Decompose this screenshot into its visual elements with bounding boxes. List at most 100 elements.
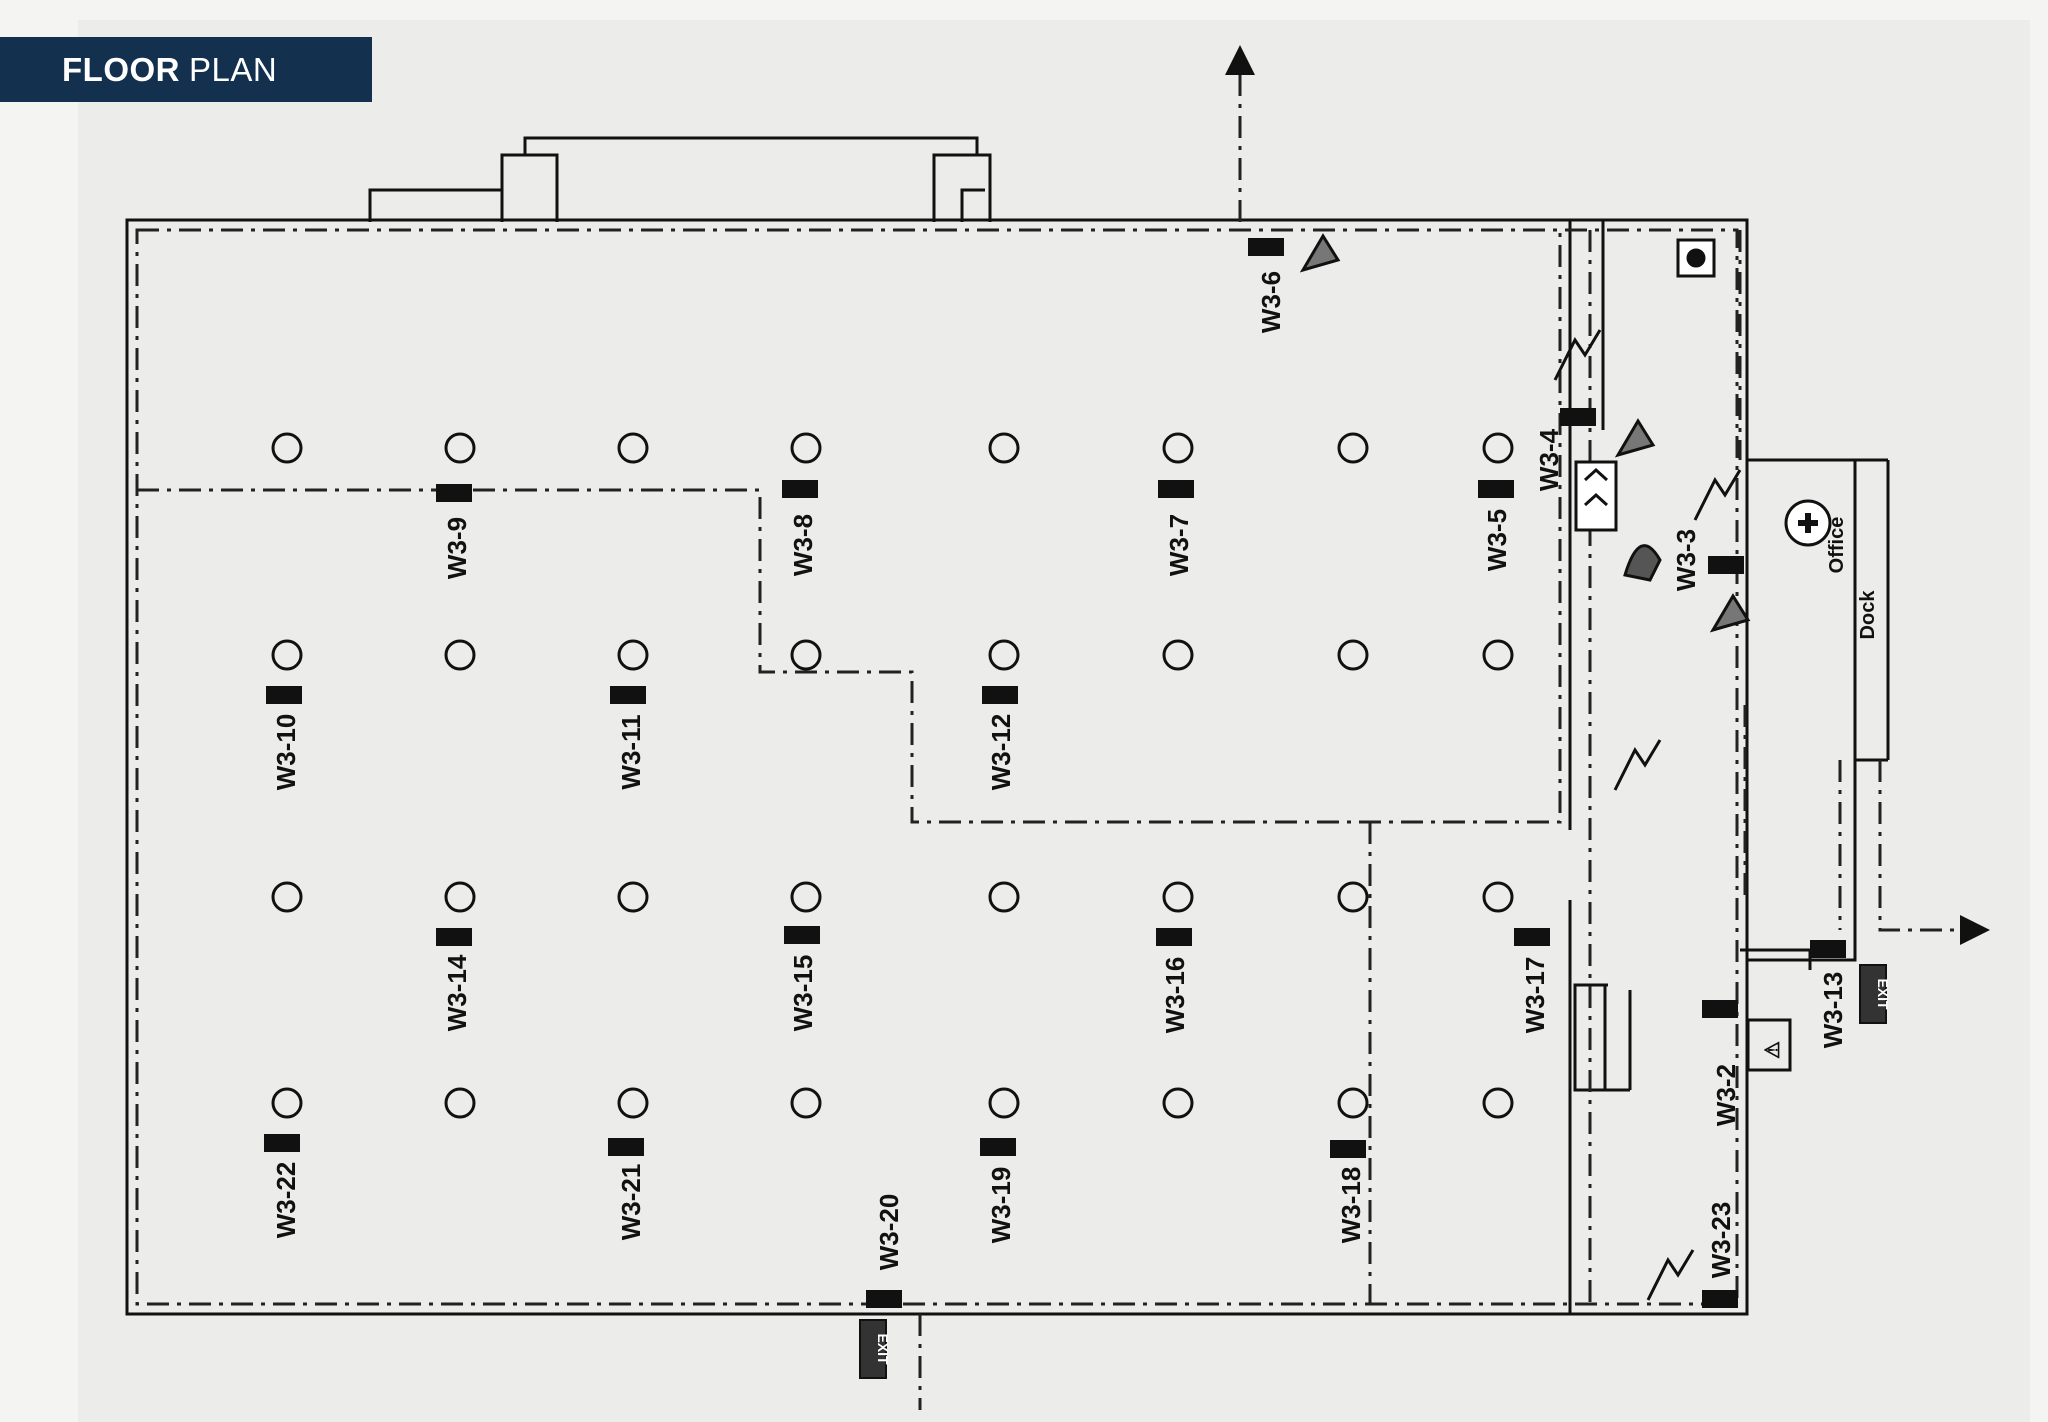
extinguisher-label: W3-9 xyxy=(442,517,472,579)
structural-columns xyxy=(271,432,1514,1119)
hazard-warning-icon xyxy=(1709,593,1751,633)
evacuation-routes xyxy=(135,45,1990,1410)
misc-symbols: ⚠ xyxy=(1299,233,1832,1301)
column xyxy=(790,639,822,671)
fire-extinguisher-icon xyxy=(1330,1140,1366,1158)
extinguisher-w3-5: W3-5 xyxy=(1478,480,1514,571)
column xyxy=(1337,881,1369,913)
column xyxy=(617,881,649,913)
floor-plan-banner: FLOOR PLAN xyxy=(0,37,372,102)
extinguisher-label: W3-8 xyxy=(788,514,818,576)
column xyxy=(1162,432,1194,464)
fire-extinguisher-icon xyxy=(782,480,818,498)
extinguisher-w3-6: W3-6 xyxy=(1248,238,1286,333)
extinguisher-w3-4: W3-4 xyxy=(1534,408,1596,491)
extinguisher-label: W3-10 xyxy=(271,714,301,791)
fire-extinguisher-icon xyxy=(866,1290,902,1308)
fire-extinguisher-icon xyxy=(436,484,472,502)
column xyxy=(271,1087,303,1119)
fire-extinguisher-icon xyxy=(1514,928,1550,946)
extinguisher-w3-7: W3-7 xyxy=(1158,480,1194,576)
extinguisher-w3-13: W3-13 xyxy=(1810,940,1848,1048)
column xyxy=(988,639,1020,671)
column xyxy=(444,432,476,464)
column xyxy=(988,881,1020,913)
exit-signs: EXIT EXIT xyxy=(859,964,1891,1379)
column xyxy=(1482,881,1514,913)
stairs-icon xyxy=(1613,739,1662,791)
fire-extinguisher-icon xyxy=(264,1134,300,1152)
extinguisher-w3-8: W3-8 xyxy=(782,480,818,576)
extinguisher-w3-23: W3-23 xyxy=(1702,1202,1738,1308)
column xyxy=(617,1087,649,1119)
column xyxy=(988,432,1020,464)
fire-extinguisher-icon xyxy=(1702,1290,1738,1308)
extinguisher-w3-11: W3-11 xyxy=(610,686,646,790)
extinguisher-w3-22: W3-22 xyxy=(264,1134,301,1238)
column xyxy=(1162,639,1194,671)
column xyxy=(988,1087,1020,1119)
column xyxy=(271,432,303,464)
extinguisher-w3-20: W3-20 xyxy=(866,1194,904,1308)
column xyxy=(271,639,303,671)
fire-extinguisher-icon xyxy=(436,928,472,946)
fire-extinguisher-icon xyxy=(980,1138,1016,1156)
exit-sign-bottom: EXIT xyxy=(859,1319,891,1379)
column xyxy=(1337,639,1369,671)
extinguisher-label: W3-6 xyxy=(1256,271,1286,333)
extinguisher-label: W3-11 xyxy=(616,714,646,789)
medical-cross-icon xyxy=(1798,513,1818,533)
extinguisher-w3-14: W3-14 xyxy=(436,928,472,1031)
column xyxy=(1482,1087,1514,1119)
column xyxy=(790,1087,822,1119)
hazard-warning-icon xyxy=(1299,233,1341,273)
fire-extinguisher-icon xyxy=(266,686,302,704)
extinguisher-w3-10: W3-10 xyxy=(266,686,302,790)
column xyxy=(1482,432,1514,464)
stairs-icon xyxy=(1693,469,1742,521)
building-walls xyxy=(125,136,1890,1316)
extinguisher-w3-19: W3-19 xyxy=(980,1138,1016,1243)
extinguisher-w3-9: W3-9 xyxy=(436,484,472,579)
extinguisher-label: W3-3 xyxy=(1671,529,1701,591)
extinguisher-label: W3-4 xyxy=(1534,428,1564,491)
fire-extinguisher-icon xyxy=(1156,928,1192,946)
exit-sign-right: EXIT xyxy=(1859,964,1891,1024)
fire-alarm-pull-icon: ⚠ xyxy=(1762,1041,1784,1059)
extinguisher-label: W3-20 xyxy=(874,1194,904,1271)
dock-label: Dock xyxy=(1857,590,1879,640)
extinguisher-label: W3-18 xyxy=(1336,1167,1366,1244)
extinguisher-label: W3-15 xyxy=(788,955,818,1032)
column xyxy=(790,881,822,913)
hazard-warning-icon xyxy=(1614,418,1656,458)
column xyxy=(271,881,303,913)
column xyxy=(444,881,476,913)
fire-extinguisher-icon xyxy=(982,686,1018,704)
extinguisher-label: W3-2 xyxy=(1711,1064,1741,1126)
extinguisher-label: W3-13 xyxy=(1818,972,1848,1049)
extinguisher-label: W3-23 xyxy=(1706,1202,1736,1279)
column xyxy=(790,432,822,464)
column xyxy=(444,639,476,671)
extinguisher-w3-2: W3-2 xyxy=(1702,1000,1741,1126)
extinguisher-label: W3-7 xyxy=(1164,514,1194,576)
extinguisher-markers: W3-2 W3-3 W3-4 W3-5 W3-6 xyxy=(264,238,1848,1308)
arrows-up-icon xyxy=(1583,467,1609,507)
extinguisher-label: W3-22 xyxy=(271,1162,301,1239)
extinguisher-label: W3-16 xyxy=(1160,957,1190,1034)
extinguisher-w3-12: W3-12 xyxy=(982,686,1018,790)
fire-extinguisher-icon xyxy=(610,686,646,704)
column xyxy=(1482,639,1514,671)
stairs-icon xyxy=(1646,1249,1695,1301)
extinguisher-w3-3: W3-3 xyxy=(1671,529,1744,591)
fire-extinguisher-icon xyxy=(1248,238,1284,256)
extinguisher-label: W3-5 xyxy=(1482,509,1512,571)
fire-extinguisher-icon xyxy=(1560,408,1596,426)
extinguisher-label: W3-19 xyxy=(986,1167,1016,1244)
banner-title-rest: PLAN xyxy=(188,50,278,88)
column xyxy=(1337,432,1369,464)
exit-sign-text: EXIT xyxy=(875,1333,891,1365)
extinguisher-w3-15: W3-15 xyxy=(784,926,820,1031)
extinguisher-label: W3-12 xyxy=(986,714,1016,791)
